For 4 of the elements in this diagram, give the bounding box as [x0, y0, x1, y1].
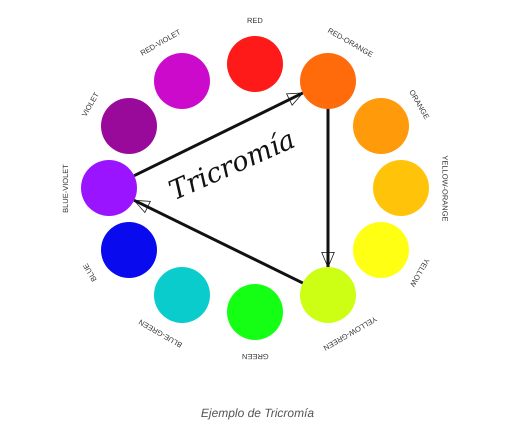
- caption: Ejemplo de Tricromía: [200, 406, 316, 420]
- arrow: [133, 198, 304, 284]
- arrow: [133, 92, 304, 178]
- arrow: [321, 108, 335, 268]
